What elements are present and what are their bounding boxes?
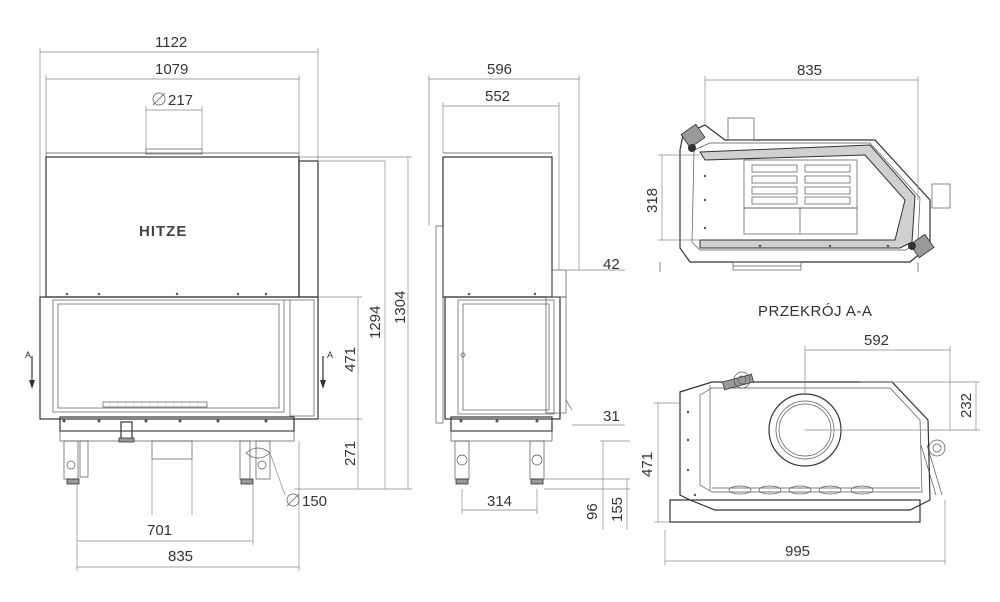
side-dimensions: 596 552 42 31 314 96 155 [428, 61, 630, 530]
brand-logo: HITZE [139, 223, 187, 240]
dim-duct-diameter: 150 [302, 493, 327, 510]
dim-body-width: 1079 [155, 61, 188, 78]
dim-leg-height: 271 [342, 441, 359, 466]
side-view [435, 152, 573, 485]
dim-section-height: 318 [644, 188, 661, 213]
dim-plan-flue-offset: 592 [864, 332, 889, 349]
dim-leg-spacing-inner: 701 [147, 522, 172, 539]
dim-door-height: 471 [342, 347, 359, 372]
dim-side-foot-spacing: 314 [487, 493, 512, 510]
section-dimensions: 835 318 [644, 62, 919, 241]
front-dimensions: 1122 1079 217 1304 1294 471 271 150 701 … [39, 34, 412, 571]
dim-plan-depth: 471 [639, 452, 656, 477]
dim-side-body-depth: 552 [485, 88, 510, 105]
dim-flue-diameter: 217 [168, 92, 193, 109]
dim-plan-width: 995 [785, 543, 810, 560]
dim-side-overall-depth: 596 [487, 61, 512, 78]
dim-plan-flue-depth: 232 [958, 393, 975, 418]
section-marker-left: A [25, 350, 31, 360]
dim-height-overall: 1304 [392, 291, 409, 324]
dim-side-top-offset: 42 [603, 256, 620, 273]
section-title: PRZEKRÓJ A-A [758, 303, 872, 320]
dim-section-width: 835 [797, 62, 822, 79]
dim-side-foot-h1: 96 [584, 503, 601, 520]
dim-height-body: 1294 [367, 306, 384, 339]
dim-side-ledge: 31 [603, 408, 620, 425]
dim-side-foot-h2: 155 [609, 497, 626, 522]
front-view: A A HITZE [25, 148, 333, 485]
plan-dimensions: 592 232 471 995 [639, 332, 980, 565]
section-marker-right: A [327, 350, 333, 360]
plan-view [669, 371, 946, 523]
dim-overall-width: 1122 [155, 34, 187, 51]
dim-leg-spacing-outer: 835 [168, 548, 193, 565]
section-view [659, 117, 951, 272]
